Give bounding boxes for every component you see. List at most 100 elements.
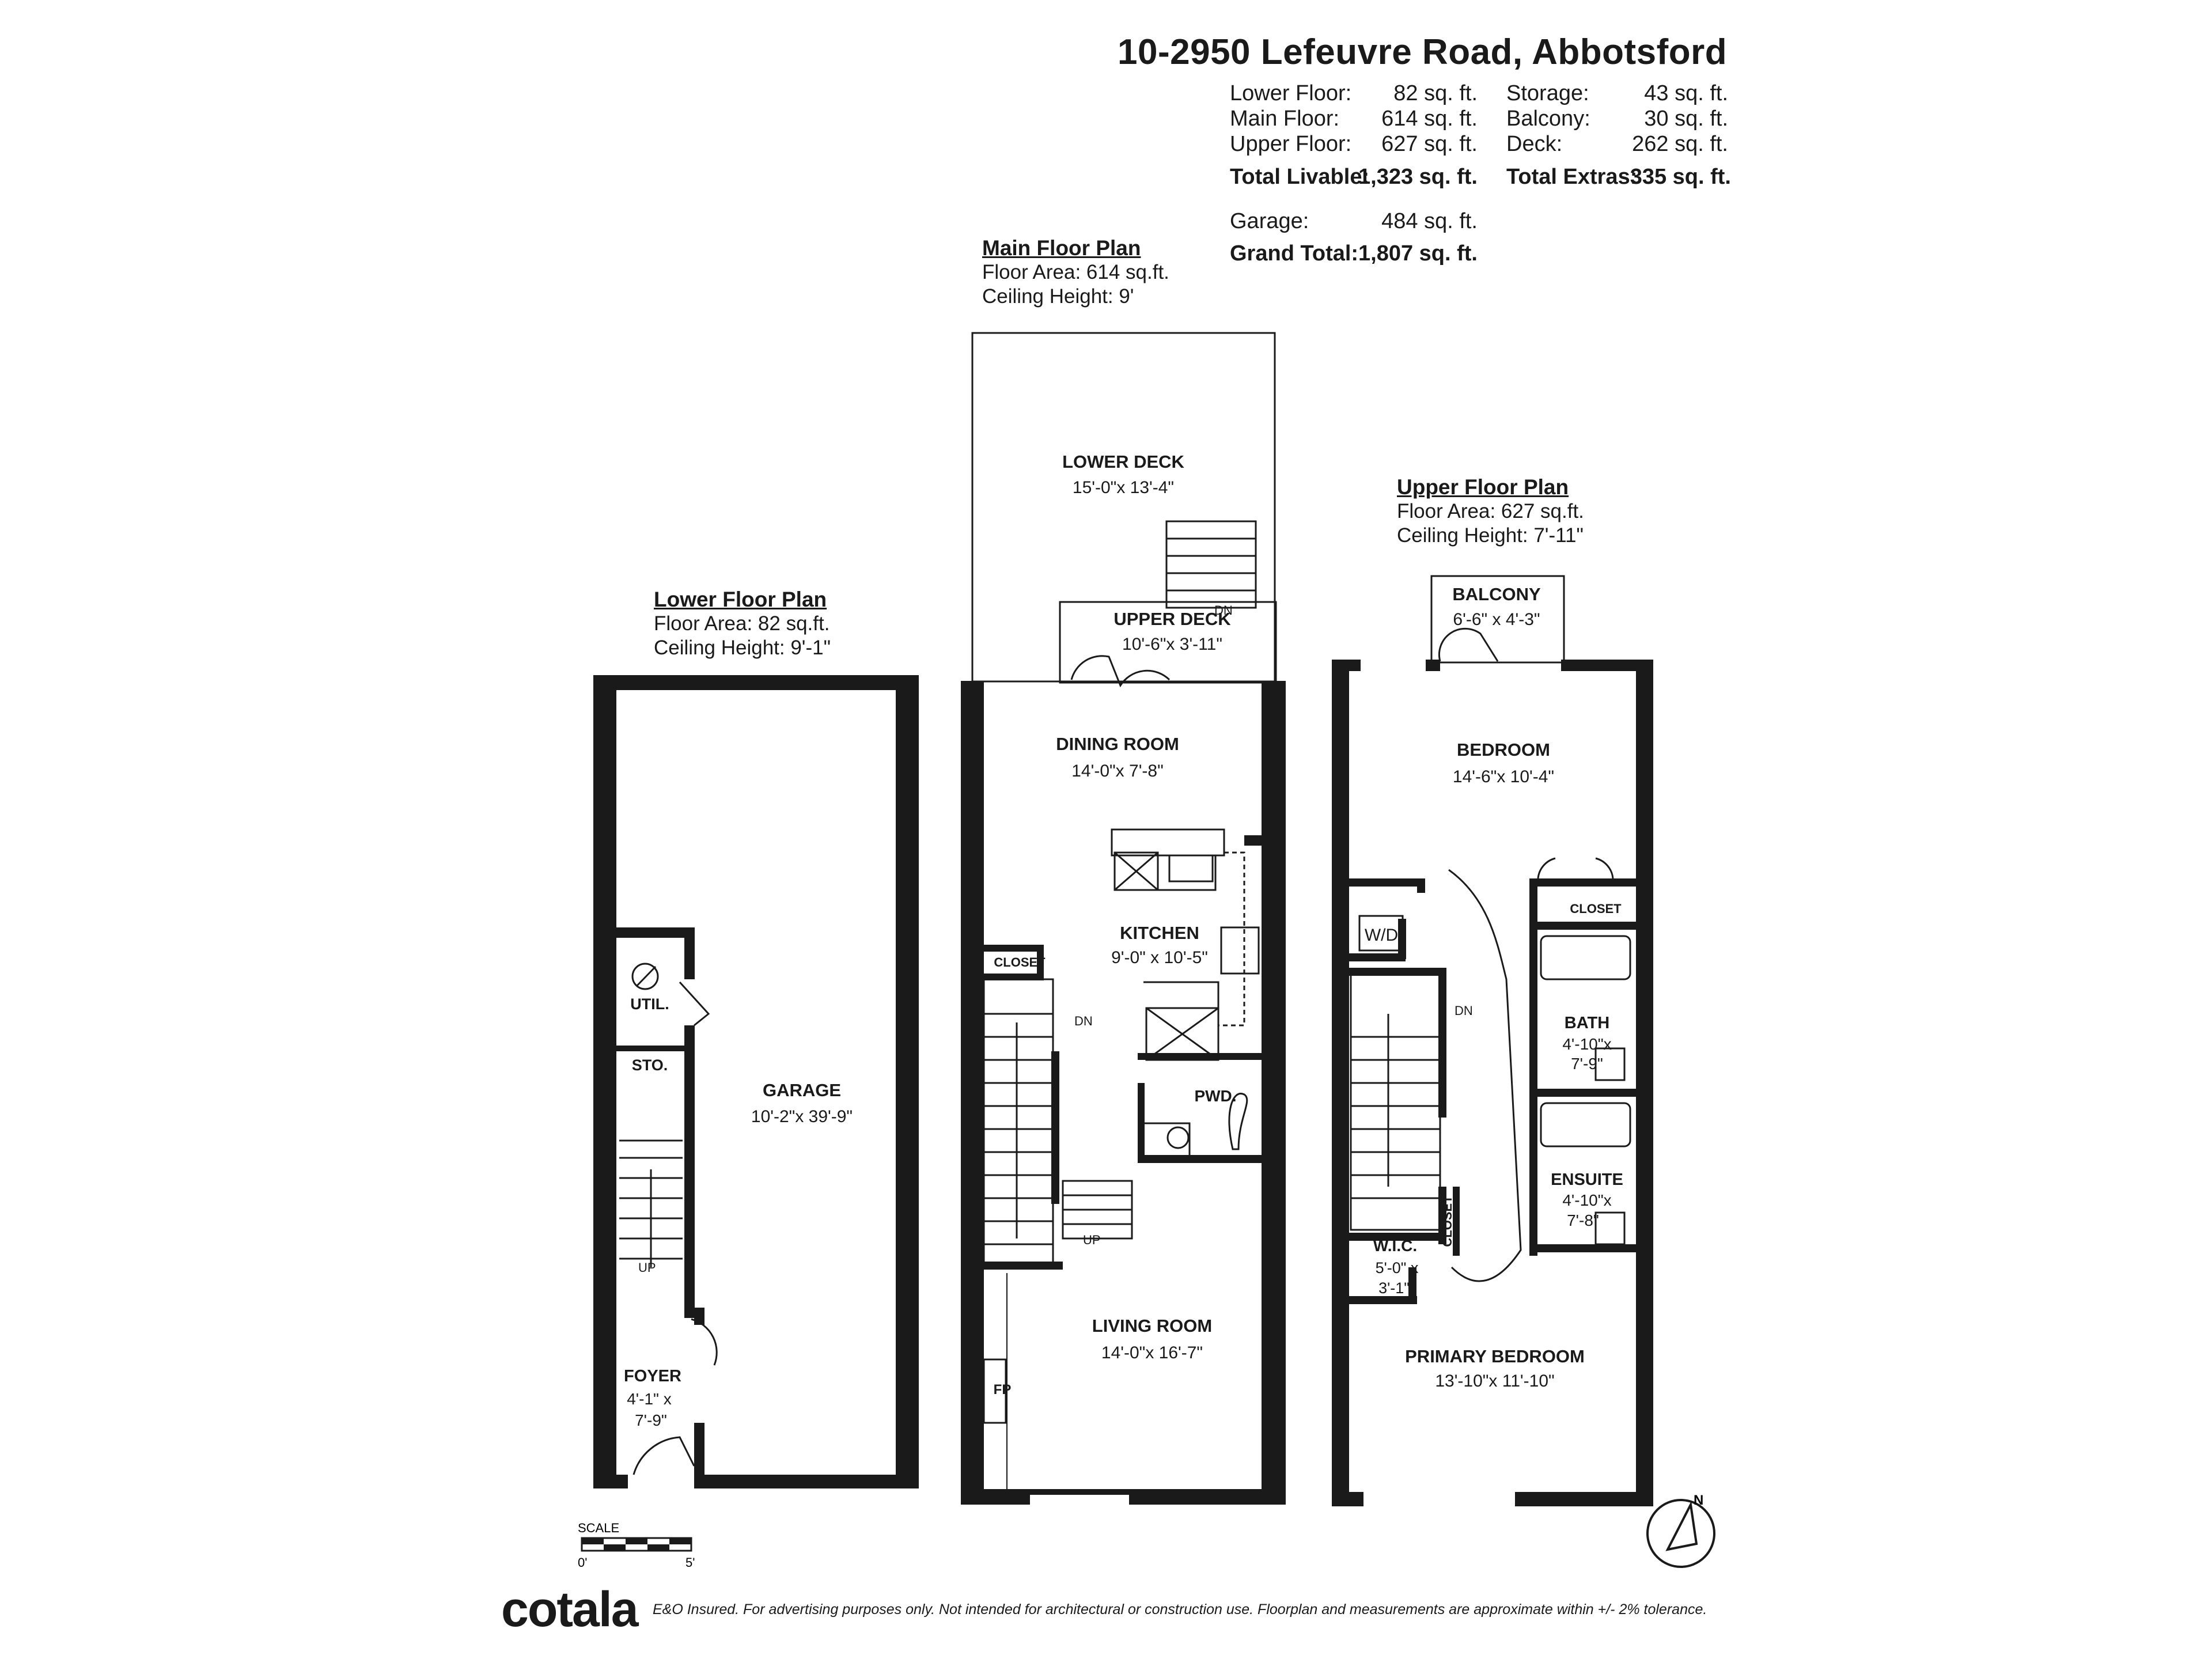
scale-max: 5' [685,1555,695,1570]
balcony-outline [1430,575,1565,664]
compass-north-label: N [1694,1493,1703,1508]
ensuite-dim-1: 4'-10"x [1562,1191,1611,1209]
disclaimer-text: E&O Insured. For advertising purposes on… [653,1601,1707,1618]
summary-main-floor: Main Floor: 614 sq. ft. [1230,107,1478,131]
summary-upper-floor: Upper Floor: 627 sq. ft. [1230,132,1478,156]
foyer-dim-1: 4'-1" x [627,1390,672,1408]
upper-stairs [1350,972,1441,1231]
fp-label: FP [994,1382,1012,1397]
util-door [679,981,710,1027]
scale-bar [581,1537,692,1552]
cotala-logo: cotala [501,1582,639,1637]
main-floor-walls [961,681,1286,1505]
living-label: LIVING ROOM [1092,1316,1212,1336]
lower-floor-ceiling: Ceiling Height: 9'-1" [654,637,831,659]
summary-deck: Deck: 262 sq. ft. [1506,132,1728,156]
lower-stairs [619,963,683,1267]
wic-label: W.I.C. [1373,1237,1417,1255]
scale-min: 0' [578,1555,587,1570]
foyer-dim-2: 7'-9" [635,1411,667,1429]
wd-label: W/D [1365,926,1398,945]
fireplace-outline [983,1358,1007,1424]
main-floor-area: Floor Area: 614 sq.ft. [982,261,1169,283]
main-stairs [983,978,1133,1266]
dining-label: DINING ROOM [1056,734,1179,754]
lower-floor-title: Lower Floor Plan [654,588,827,611]
pwd-label: PWD. [1194,1087,1236,1105]
north-compass [1646,1499,1715,1568]
upper-floor-header: Upper Floor Plan Floor Area: 627 sq.ft. … [1397,475,1584,548]
garage-dim: 10'-2"x 39'-9" [751,1107,853,1126]
garage-label: GARAGE [763,1080,841,1100]
upper-floor-title: Upper Floor Plan [1397,475,1569,499]
balcony-label: BALCONY [1452,584,1541,604]
deck-door [1070,655,1171,688]
sto-label: STO. [632,1056,668,1074]
lower-stairs-up: UP [638,1260,656,1275]
upper-deck-outline [1059,601,1277,684]
upper-floor-ceiling: Ceiling Height: 7'-11" [1397,524,1584,547]
ensuite-toilet [1594,1211,1626,1245]
property-address: 10-2950 Lefeuvre Road, Abbotsford [1118,32,1728,72]
washer-dryer-box [1358,915,1404,952]
area-summary: Lower Floor: 82 sq. ft. Main Floor: 614 … [0,0,2212,276]
kitchen-counters [1111,828,1260,1061]
entry-door [632,1436,695,1475]
upper-floor-walls [1332,660,1653,1506]
lower-deck-dim: 15'-0"x 13'-4" [1073,478,1174,497]
bath-dim-2: 7'-9" [1571,1055,1603,1073]
primary-bedroom-dim: 13'-10"x 11'-10" [1435,1372,1554,1391]
deck-stairs-dn: DN [1214,603,1233,618]
main-stairs-dn: DN [1074,1014,1093,1028]
ensuite-tub [1540,1102,1631,1147]
living-dim: 14'-0"x 16'-7" [1101,1343,1203,1362]
main-stairs-up: UP [1083,1233,1101,1247]
dining-dim: 14'-0"x 7'-8" [1071,762,1164,781]
main-floor-title: Main Floor Plan [982,236,1141,260]
lower-floor-walls [593,675,919,1488]
lower-deck-label: LOWER DECK [1062,452,1184,472]
main-floor-ceiling: Ceiling Height: 9' [982,285,1134,308]
bath-toilet [1594,1047,1626,1081]
main-floor-header: Main Floor Plan Floor Area: 614 sq.ft. C… [982,236,1169,309]
lower-deck-outline [971,332,1276,683]
foyer-label: FOYER [624,1367,681,1385]
wic-dim-2: 3'-1" [1378,1279,1410,1297]
bath-label: BATH [1565,1014,1609,1032]
lower-floor-area: Floor Area: 82 sq.ft. [654,612,830,635]
upper-stairs-dn: DN [1455,1003,1473,1018]
bedroom-label: BEDROOM [1457,740,1550,760]
summary-total-extras: Total Extras: 335 sq. ft. [1506,165,1731,189]
upper-deck-dim: 10'-6"x 3'-11" [1122,635,1222,654]
kitchen-label: KITCHEN [1120,923,1199,943]
closet-upper-label: CLOSET [1570,902,1622,916]
lower-floor-header: Lower Floor Plan Floor Area: 82 sq.ft. C… [654,588,831,660]
summary-total-livable: Total Livable: 1,323 sq. ft. [1230,165,1478,189]
ensuite-label: ENSUITE [1551,1171,1623,1189]
upper-deck-label: UPPER DECK [1113,609,1231,629]
balcony-dim: 6'-6" x 4'-3" [1453,610,1540,629]
closet-main-label: CLOSET [994,955,1046,969]
util-label: UTIL. [630,995,669,1013]
deck-stairs [1165,520,1257,609]
closet-doors [1537,857,1614,879]
scale-label: SCALE [578,1521,619,1535]
summary-balcony: Balcony: 30 sq. ft. [1506,107,1728,131]
bath-dim-1: 4'-10"x [1562,1035,1611,1053]
summary-lower-floor: Lower Floor: 82 sq. ft. [1230,81,1478,105]
summary-garage: Garage: 484 sq. ft. [1230,209,1478,233]
primary-bedroom-label: PRIMARY BEDROOM [1405,1346,1585,1366]
upper-floor-area: Floor Area: 627 sq.ft. [1397,500,1584,522]
bedroom-dim: 14'-6"x 10'-4" [1453,767,1554,786]
summary-grand-total: Grand Total: 1,807 sq. ft. [1230,241,1478,266]
foyer-door [691,1318,718,1366]
bath-tub [1540,935,1631,980]
closet-hall-label: CLOSET [1440,1195,1455,1247]
wic-dim-1: 5'-0" x [1376,1259,1419,1277]
powder-fixtures [1142,1093,1248,1159]
ensuite-dim-2: 7'-8" [1567,1211,1599,1229]
upper-hall [1448,869,1522,1282]
kitchen-dim: 9'-0" x 10'-5" [1111,948,1208,967]
balcony-door [1438,627,1499,662]
